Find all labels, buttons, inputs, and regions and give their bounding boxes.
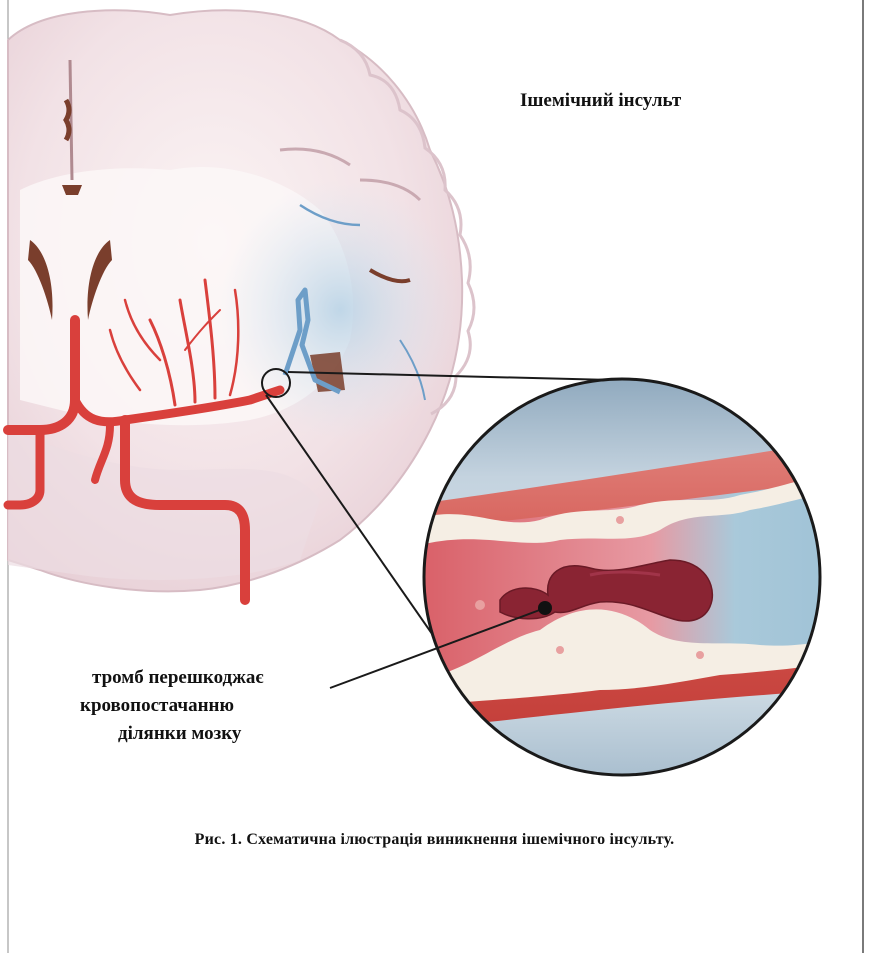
brain-cross-section — [8, 10, 474, 591]
thrombus-pointer-dot — [538, 601, 552, 615]
figure-caption: Рис. 1. Схематична ілюстрація виникнення… — [0, 831, 869, 849]
figure-title: Ішемічний інсульт — [520, 90, 780, 112]
thrombus-label-line-1: тромб перешкоджає — [80, 664, 340, 692]
thrombus-label: тромб перешкоджає кровопостачанню ділянк… — [80, 664, 340, 748]
magnified-vessel — [410, 375, 840, 785]
thrombus-label-line-3: ділянки мозку — [80, 720, 340, 748]
thrombus-label-line-2: кровопостачанню — [80, 692, 340, 720]
